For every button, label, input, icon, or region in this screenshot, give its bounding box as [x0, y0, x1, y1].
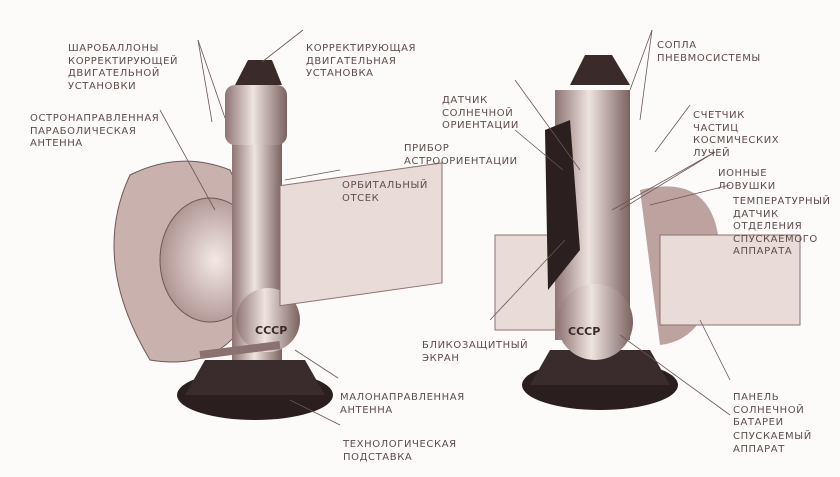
label-line: УСТАНОВКА — [306, 68, 374, 79]
leader-lines — [159, 29, 731, 426]
label-line: ДАТЧИК — [733, 208, 779, 220]
craft-marking-left: СССР — [255, 324, 287, 337]
label-line: ОРБИТАЛЬНЫЙ — [342, 180, 428, 191]
label-line: ОСТРОНАПРАВЛЕННАЯ — [30, 113, 160, 124]
label-line: КОСМИЧЕСКИХ — [693, 135, 780, 146]
label-line: МАЛОНАПРАВЛЕННАЯ — [340, 392, 465, 403]
craft-marking-right: СССР — [568, 325, 600, 338]
label-line: ШАРОБАЛЛОНЫ — [68, 43, 159, 54]
label-line: ПОДСТАВКА — [343, 451, 413, 463]
label-line: БАТАРЕИ — [733, 417, 784, 428]
label-line: ПАРАБОЛИЧЕСКАЯ — [30, 125, 137, 137]
label-line: СПУСКАЕМЫЙ — [733, 431, 812, 442]
label-line: СЧЕТЧИК — [693, 110, 745, 121]
label-line: СОПЛА — [657, 40, 697, 51]
label-line: ОТДЕЛЕНИЯ — [733, 221, 803, 232]
label-line: ДВИГАТЕЛЬНАЯ — [306, 55, 397, 67]
label-line: ЛОВУШКИ — [718, 180, 776, 192]
right-spacecraft — [494, 55, 801, 410]
label-line: КОРРЕКТИРУЮЩАЯ — [306, 43, 417, 54]
label-line: ПНЕВМОСИСТЕМЫ — [657, 52, 761, 64]
label-line: ДВИГАТЕЛЬНОЙ — [68, 68, 160, 79]
label-line: ИОННЫЕ — [718, 168, 768, 179]
label-line: УСТАНОВКИ — [68, 80, 137, 92]
label-line: ОТСЕК — [342, 192, 380, 204]
solar-panel-left — [279, 162, 443, 307]
descent-module-right — [557, 284, 633, 360]
label-line: АНТЕННА — [340, 404, 393, 416]
solar-panel-right-b — [659, 234, 801, 326]
label-line: ПРИБОР — [404, 143, 450, 154]
label-line: СОЛНЕЧНОЙ — [442, 107, 514, 119]
label-line: АППАРАТА — [733, 246, 793, 257]
label-line: СОЛНЕЧНОЙ — [733, 404, 805, 416]
label-line: ТЕХНОЛОГИЧЕСКАЯ — [343, 439, 457, 450]
label-line: ЧАСТИЦ — [693, 122, 739, 134]
label-line: АСТРООРИЕНТАЦИИ — [404, 155, 518, 167]
label-line: ЛУЧЕЙ — [693, 147, 731, 159]
left-spacecraft — [113, 60, 443, 420]
label-line: ДАТЧИК — [442, 95, 488, 106]
label-line: СПУСКАЕМОГО — [733, 233, 818, 245]
spacecraft-illustration: СССР СССР — [113, 29, 801, 426]
label-line: ОРИЕНТАЦИИ — [442, 120, 519, 131]
label-line: КОРРЕКТИРУЮЩЕЙ — [68, 55, 179, 67]
label-line: АППАРАТ — [733, 443, 785, 455]
label-line: ЭКРАН — [422, 352, 460, 364]
label-line: БЛИКОЗАЩИТНЫЙ — [422, 340, 529, 351]
label-line: ПАНЕЛЬ — [733, 392, 780, 403]
label-line: АНТЕННА — [30, 138, 83, 149]
label-line: ТЕМПЕРАТУРНЫЙ — [733, 196, 831, 207]
